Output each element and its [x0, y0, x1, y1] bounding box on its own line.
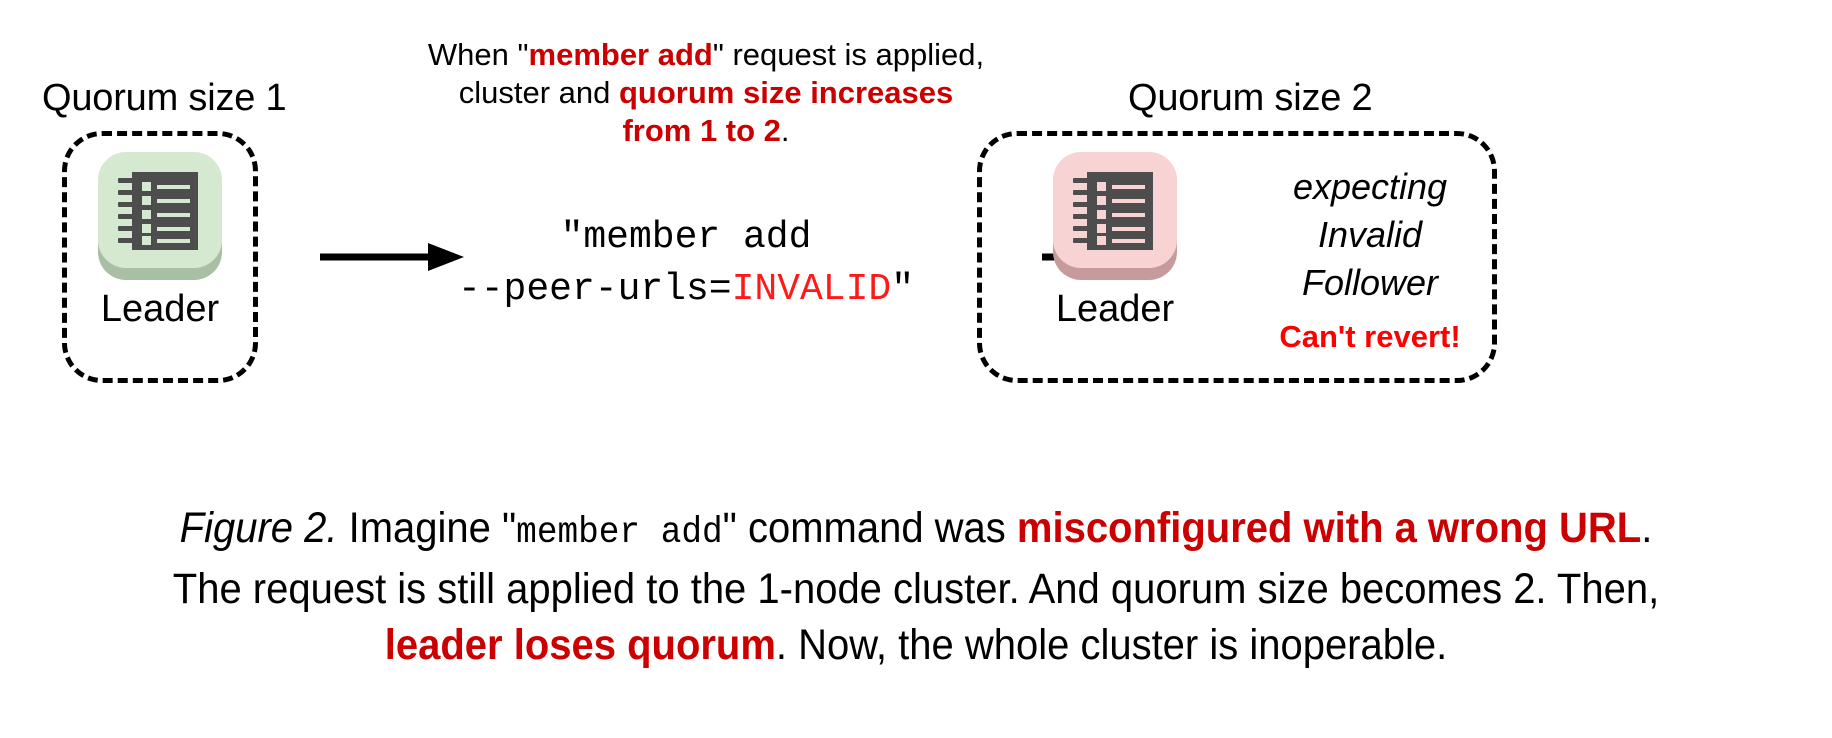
note-text: cluster and — [458, 75, 619, 110]
right-status-block: expecting Invalid Follower Can't revert! — [1255, 163, 1485, 355]
figure-caption: Figure 2. Imagine "member add" command w… — [64, 500, 1768, 673]
left-cluster-label: Quorum size 1 — [42, 77, 287, 119]
caption-accent-misconfigured: misconfigured with a wrong URL — [1016, 504, 1642, 552]
top-annotation-line1: When "member add" request is applied, — [376, 36, 1036, 74]
right-cluster-boundary — [977, 131, 1497, 383]
command-line-1: "member add — [560, 216, 812, 259]
caption-line-3: leader loses quorum. Now, the whole clus… — [64, 617, 1768, 673]
left-cluster-boundary — [62, 131, 258, 383]
status-line-invalid: Invalid — [1317, 214, 1423, 255]
left-node-label: Leader — [100, 288, 220, 330]
note-accent-quorum-increase: quorum size increases — [619, 75, 954, 110]
caption-text: Imagine " — [337, 504, 517, 552]
caption-text: . — [1641, 504, 1653, 552]
ledger-glyph — [1073, 172, 1153, 250]
ledger-glyph — [118, 172, 198, 250]
command-invalid-value: INVALID — [731, 268, 892, 311]
arrow-right-icon — [320, 243, 464, 271]
command-flag: --peer-urls= — [457, 268, 732, 311]
note-text: When " — [427, 37, 529, 72]
cant-revert-warning: Can't revert! — [1279, 319, 1461, 354]
command-text: "member add --peer-urls=INVALID" — [436, 212, 936, 316]
note-accent-member-add: member add — [528, 37, 713, 72]
right-node-label: Leader — [1055, 288, 1175, 330]
caption-text: " command was — [722, 504, 1017, 552]
top-annotation-line3: from 1 to 2. — [376, 112, 1036, 150]
note-text: " request is applied, — [712, 37, 985, 72]
right-cluster-label: Quorum size 2 — [1128, 77, 1373, 119]
note-accent-from-1-to-2: from 1 to 2 — [622, 113, 781, 148]
command-line-2: --peer-urls=INVALID" — [436, 264, 936, 316]
figure-number: Figure 2. — [179, 504, 338, 552]
server-node-icon — [1053, 152, 1177, 280]
right-leader-node: Leader — [1035, 152, 1195, 328]
status-line-follower: Follower — [1301, 262, 1439, 303]
top-annotation: When "member add" request is applied, cl… — [376, 36, 1036, 150]
caption-line-1: Figure 2. Imagine "member add" command w… — [64, 500, 1768, 561]
caption-text: . Now, the whole cluster is inoperable. — [775, 621, 1448, 669]
command-closing-quote: " — [891, 268, 915, 311]
caption-line-2: The request is still applied to the 1-no… — [172, 565, 1660, 613]
caption-accent-leader-loses-quorum: leader loses quorum — [384, 621, 776, 669]
server-node-icon — [98, 152, 222, 280]
caption-code-member-add: member add — [516, 512, 723, 554]
note-text: . — [780, 113, 790, 148]
status-line-expecting: expecting — [1292, 166, 1448, 207]
left-leader-node: Leader — [80, 152, 240, 328]
top-annotation-line2: cluster and quorum size increases — [376, 74, 1036, 112]
